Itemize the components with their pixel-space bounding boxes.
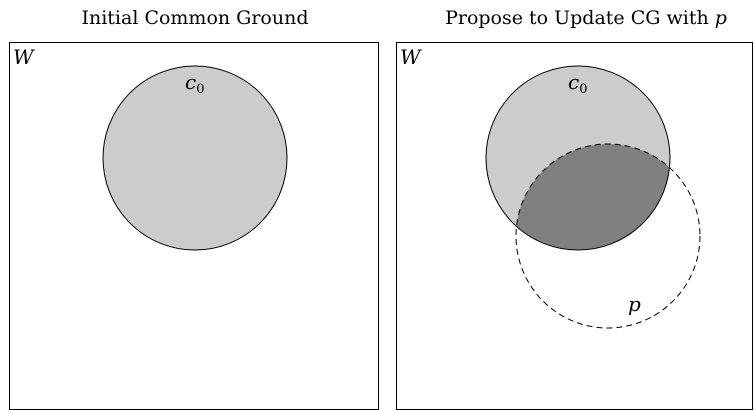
left-c0-label: c0 (185, 70, 204, 97)
intersection-region (516, 144, 670, 250)
left-c0-label-main: c (185, 70, 196, 94)
right-panel-title-variable: p (715, 7, 727, 29)
left-universe-label: W (13, 45, 35, 69)
left-c0-circle (102, 65, 288, 251)
right-c0-label-main: c (568, 70, 579, 94)
right-c0-label: c0 (568, 70, 587, 97)
left-c0-label-subscript: 0 (196, 82, 204, 97)
right-universe-label: W (400, 45, 422, 69)
right-panel: Propose to Update CG with p W c0 p (396, 7, 753, 410)
p-label: p (628, 292, 641, 316)
left-panel: Initial Common Ground W c0 (9, 7, 379, 410)
right-c0-label-subscript: 0 (579, 82, 587, 97)
left-panel-title: Initial Common Ground (81, 7, 308, 29)
p-dashed-circle (515, 143, 701, 329)
right-panel-title-text: Propose to Update CG with (445, 7, 715, 29)
right-c0-circle-outline (485, 65, 671, 251)
right-panel-title: Propose to Update CG with p (445, 7, 727, 29)
